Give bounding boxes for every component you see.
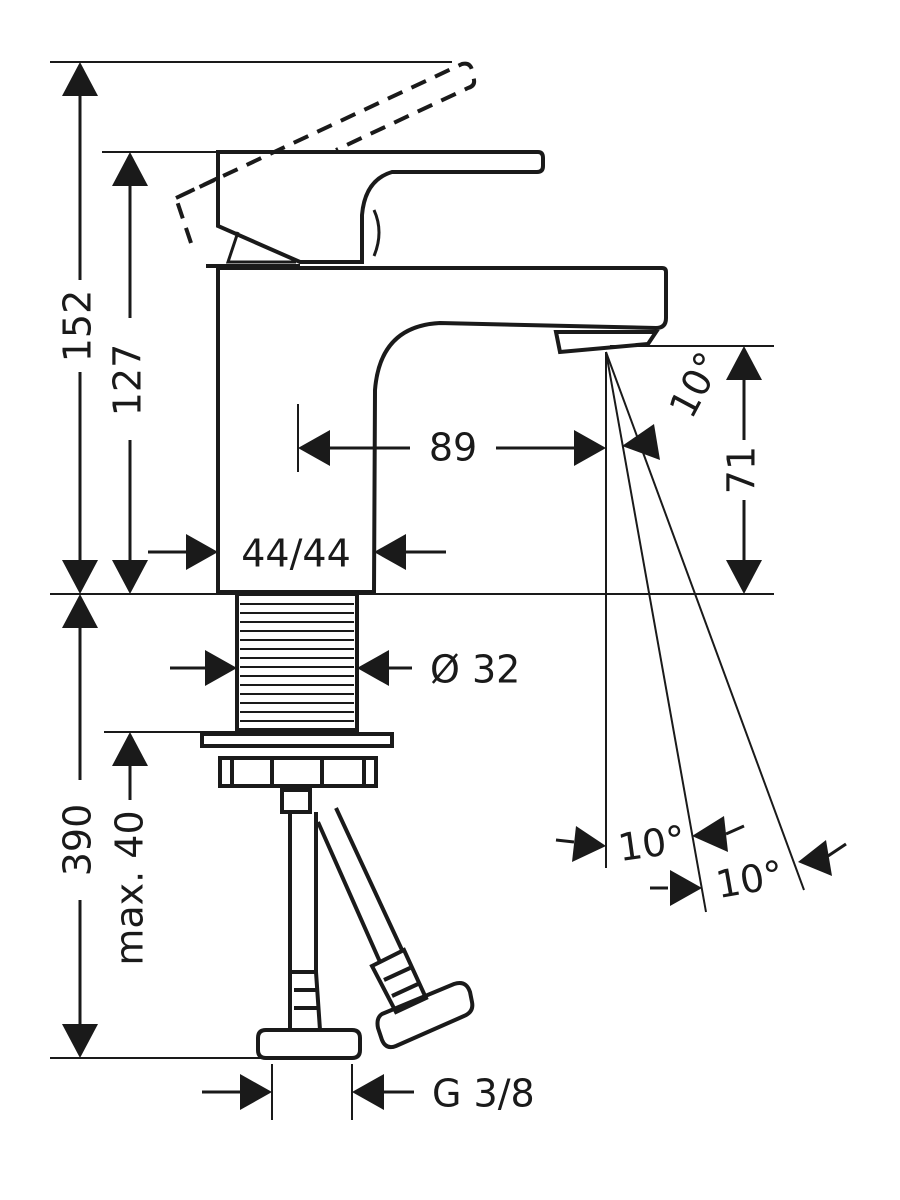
spout-tip — [553, 330, 660, 355]
lever-clip — [372, 209, 381, 257]
straight-hose-nut — [256, 1028, 362, 1060]
dimension-lines — [62, 62, 847, 1110]
dim-shank-diameter: Ø 32 — [430, 648, 520, 692]
extension-lines — [50, 61, 805, 1120]
shank-threads — [240, 603, 354, 722]
angled-hose-crimp — [369, 947, 429, 1015]
lever-neck — [225, 231, 296, 264]
angled-hose — [316, 807, 404, 963]
faucet-body — [216, 266, 668, 594]
faucet-outline — [173, 61, 668, 1060]
straight-hose — [288, 812, 318, 972]
mounting-washer — [200, 732, 394, 748]
lever-handle-open-position — [173, 61, 477, 253]
straight-hose-crimp — [288, 970, 323, 1032]
dim-supply-length: 390 — [56, 804, 100, 877]
dim-max-thickness: max. 40 — [108, 810, 152, 965]
dim-spout-reach: 89 — [429, 426, 477, 470]
dim-body-height: 127 — [106, 344, 150, 417]
mounting-nut — [218, 756, 378, 788]
angled-hose-nut — [375, 981, 475, 1050]
mounting-shank — [235, 592, 359, 732]
dim-total-height: 152 — [56, 290, 100, 363]
dim-base-size: 44/44 — [241, 532, 351, 576]
dim-angle-spout: 10° — [661, 345, 731, 425]
lever-handle — [216, 150, 545, 264]
dim-angle-right: 10° — [713, 852, 787, 907]
hose-fitting — [280, 788, 312, 814]
dim-thread: G 3/8 — [432, 1072, 535, 1116]
dim-spout-clearance: 71 — [720, 446, 764, 494]
dim-angle-left: 10° — [615, 817, 688, 870]
